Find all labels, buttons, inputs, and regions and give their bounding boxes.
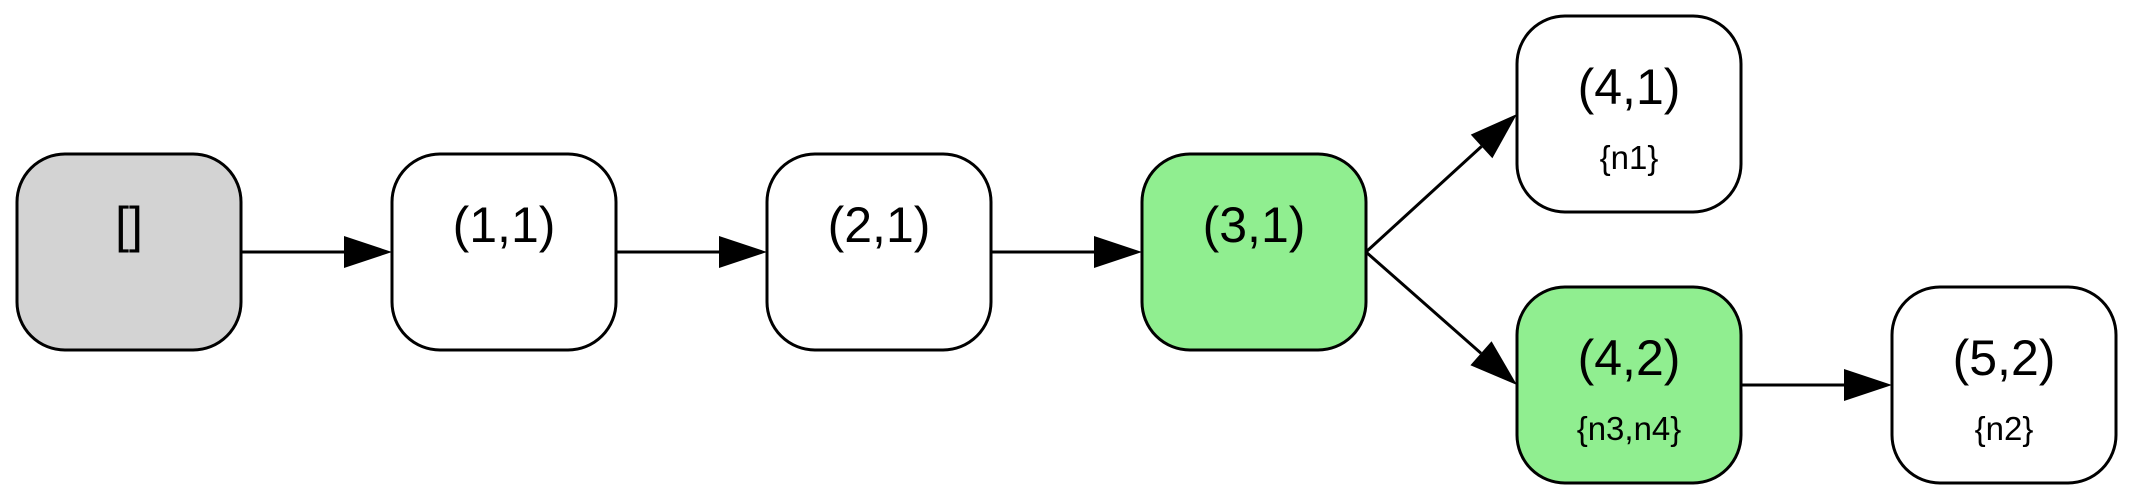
node-n52: (5,2) {n2} [1890,285,2118,485]
node-sublabel: {n2} [1975,410,2034,447]
node-box [1140,152,1368,352]
edge-line [1364,145,1483,254]
node-n21: (2,1) [765,152,993,352]
arrowhead-icon [1094,236,1142,268]
node-n41: (4,1) {n1} [1515,14,1743,214]
edge-root-to-n11 [241,236,392,268]
nodes-layer: [] (1,1) (2,1) (3,1) (4,1) {n1} (4,2) {n3,n4} (5… [15,14,2118,485]
node-box [1515,285,1743,485]
arrowhead-icon [1470,341,1517,385]
node-sublabel: {n3,n4} [1577,410,1682,447]
arrowhead-icon [719,236,767,268]
node-box [1515,14,1743,214]
node-label: (1,1) [453,197,556,253]
node-label: (5,2) [1953,330,2056,386]
node-n31: (3,1) [1140,152,1368,352]
node-n42: (4,2) {n3,n4} [1515,285,1743,485]
node-label: [] [115,197,143,253]
edge-line [1365,250,1482,355]
node-root: [] [15,152,243,352]
node-sublabel: {n1} [1600,139,1659,176]
edge-n31-to-n41 [1364,114,1517,254]
arrowhead-icon [1470,114,1517,159]
edge-n42-to-n52 [1741,369,1892,401]
node-label: (3,1) [1203,197,1306,253]
edge-n21-to-n31 [991,236,1142,268]
node-label: (4,2) [1578,330,1681,386]
node-n11: (1,1) [390,152,618,352]
node-label: (2,1) [828,197,931,253]
node-box [15,152,243,352]
edge-n11-to-n21 [616,236,767,268]
node-label: (4,1) [1578,59,1681,115]
node-box [765,152,993,352]
arrowhead-icon [344,236,392,268]
edge-n31-to-n42 [1365,250,1517,385]
arrowhead-icon [1844,369,1892,401]
node-box [1890,285,2118,485]
node-box [390,152,618,352]
edges-layer [241,114,1892,401]
